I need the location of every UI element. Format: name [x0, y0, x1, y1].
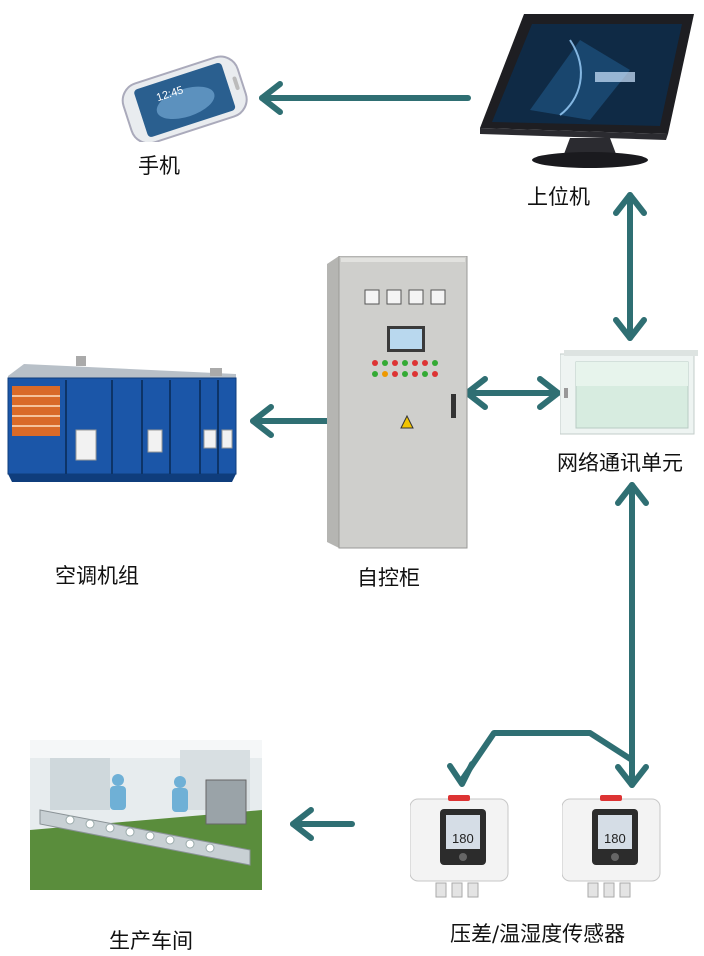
arrow-sensor2-head [615, 764, 649, 788]
arrow-pc-network-head-up [613, 192, 647, 216]
ac-unit-image [4, 350, 240, 490]
control-cabinet-image [327, 256, 472, 551]
arrow-pc-network-head-down [613, 317, 647, 341]
arrow-pc-to-phone-head [259, 81, 283, 115]
arrow-sensor1-head [447, 761, 475, 787]
control-cabinet-label: 自控柜 [357, 566, 420, 590]
ac-unit-label: 空调机组 [55, 564, 139, 588]
workshop-image [30, 740, 262, 890]
arrow-cabinet-to-ac-head [250, 404, 274, 438]
sensors-label: 压差/温湿度传感器 [450, 922, 626, 946]
phone-label: 手机 [138, 154, 180, 178]
phone-image: 12:45 [110, 42, 250, 142]
arrow-network-up-head [615, 482, 649, 506]
sensor-2-image: 180 [562, 795, 664, 907]
arrow-branch-to-sensor1 [459, 730, 635, 783]
sensor-1-image: 180 [410, 795, 512, 907]
host-pc-label: 上位机 [527, 185, 590, 209]
sensor-2-value: 180 [604, 831, 626, 846]
workshop-label: 生产车间 [109, 929, 193, 953]
host-pc-image [470, 10, 700, 175]
network-unit-label: 网络通讯单元 [557, 451, 683, 475]
sensor-1-value: 180 [452, 831, 474, 846]
arrow-cabinet-network-head-right [537, 376, 561, 410]
network-unit-image [560, 350, 698, 436]
arrow-sensors-to-workshop-head [290, 807, 314, 841]
